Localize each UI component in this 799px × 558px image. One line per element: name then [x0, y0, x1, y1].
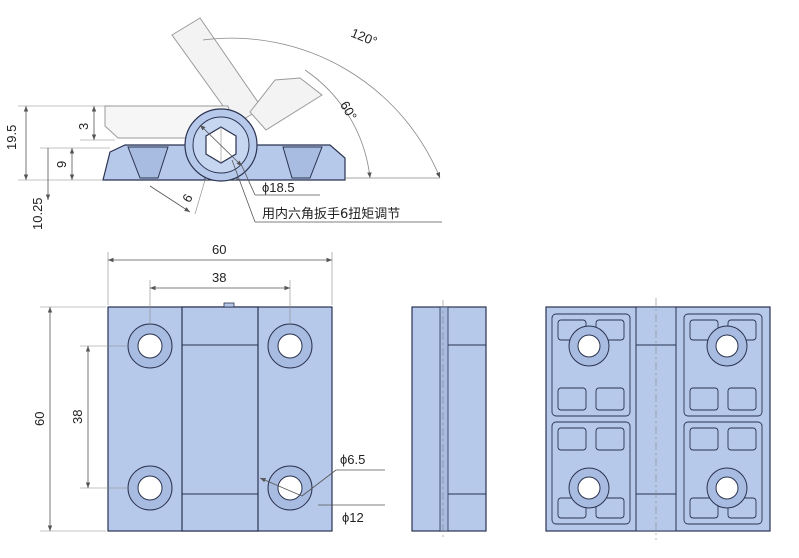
- dim-width-60: 60: [212, 242, 226, 257]
- hex-wrench-note: 用内六角扳手6扭矩调节: [262, 206, 400, 222]
- side-view: [411, 300, 487, 540]
- angle-60-label: 60°: [337, 98, 360, 123]
- hole-bl: [137, 475, 163, 501]
- height-dimensions: 60 38: [32, 306, 128, 532]
- dim-3: 3: [76, 123, 91, 130]
- hole-tr: [277, 333, 303, 359]
- left-dimensions: 19.5 10.25 9 3: [4, 105, 115, 230]
- hinge-knuckle-front: [181, 306, 259, 532]
- angle-120-label: 120°: [349, 25, 380, 49]
- hole-br: [277, 475, 303, 501]
- dim-counterbore-12: ϕ12: [342, 510, 364, 525]
- dim-height-38: 38: [70, 410, 85, 424]
- back-holes: [568, 325, 748, 509]
- mounting-holes: [127, 323, 313, 511]
- side-knuckle: [439, 306, 449, 532]
- dim-19-5: 19.5: [4, 125, 19, 150]
- hole-tl: [137, 333, 163, 359]
- countersink-left: [127, 146, 169, 179]
- top-view: 120° 60° 19.5 10.25 9 3 6: [4, 17, 442, 230]
- barrel-callout: ϕ18.5: [199, 124, 442, 223]
- countersink-right: [282, 146, 323, 179]
- dim-9: 9: [54, 161, 69, 168]
- ghost-wing-60: [249, 77, 323, 131]
- dim-6: 6: [179, 191, 196, 205]
- dim-barrel-18-5: ϕ18.5: [262, 180, 295, 195]
- dim-height-60: 60: [32, 412, 47, 426]
- hole-callouts: ϕ6.5 ϕ12: [259, 452, 385, 525]
- dim-10-25: 10.25: [30, 197, 45, 230]
- side-plate: [411, 306, 487, 532]
- front-view: 60 38 60 38 ϕ6.5 ϕ12: [32, 242, 385, 532]
- dim-width-38: 38: [212, 270, 226, 285]
- dim-hole-6-5: ϕ6.5: [340, 452, 365, 467]
- width-dimensions: 60 38: [107, 242, 333, 324]
- back-view: [545, 298, 771, 540]
- slot-dimension: 6: [149, 179, 206, 215]
